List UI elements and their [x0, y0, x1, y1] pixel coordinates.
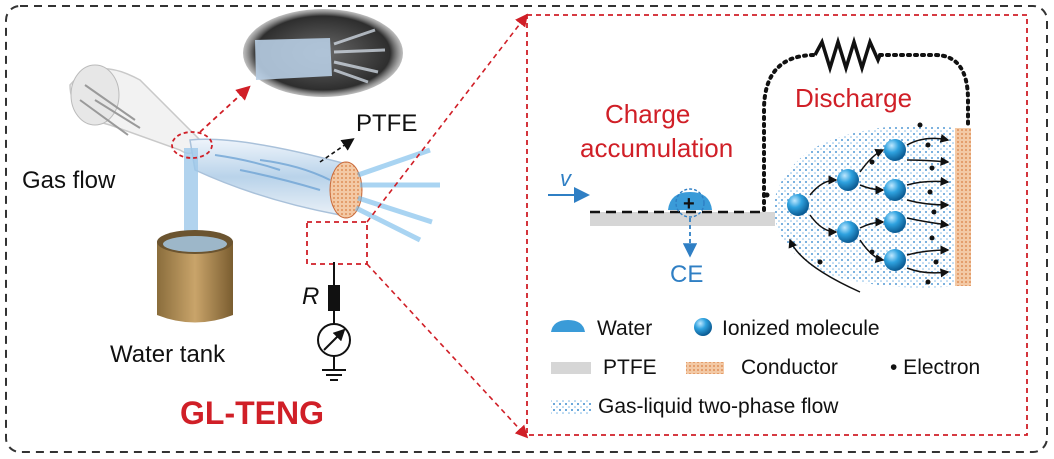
ptfe-substrate — [590, 212, 775, 226]
resistor — [328, 285, 340, 311]
ammeter-needle — [323, 328, 346, 351]
legend-ptfe-label: PTFE — [603, 356, 657, 379]
zoom-connector-top — [366, 13, 528, 223]
inset-spray — [333, 28, 386, 84]
label-ce: CE — [670, 261, 703, 288]
conductor-electrode — [955, 128, 971, 286]
legend-water-label: Water — [597, 317, 652, 340]
legend-electron-label: • Electron — [890, 356, 980, 379]
discharge-wire — [762, 53, 970, 212]
label-gas-flow: Gas flow — [22, 167, 116, 194]
label-resistor: R — [302, 283, 319, 310]
droplet-highlight-circle — [675, 188, 705, 218]
legend-conductor-icon — [686, 362, 724, 374]
label-velocity: v — [560, 166, 573, 191]
legend-ionized-icon — [694, 318, 712, 336]
water-tank — [157, 242, 233, 323]
label-ptfe: PTFE — [356, 110, 417, 137]
legend-two-phase-label: Gas-liquid two-phase flow — [598, 395, 839, 418]
zoom-connector-bottom — [366, 263, 529, 439]
electrons — [764, 122, 939, 285]
legend-conductor-label: Conductor — [741, 356, 838, 379]
water-droplet — [668, 192, 712, 210]
two-phase-flow-cloud — [773, 125, 955, 288]
water-surface — [163, 236, 227, 252]
label-water-tank: Water tank — [110, 341, 226, 368]
droplet-plus-sign: + — [683, 193, 695, 215]
gas-flow-arrows — [79, 84, 141, 136]
legend-two-phase-icon — [551, 400, 591, 414]
legend-water-icon — [551, 320, 585, 332]
tube-outlet-conductor — [329, 161, 363, 219]
ionized-molecules — [787, 139, 906, 271]
legend-ionized-label: Ionized molecule — [722, 317, 880, 340]
inset-pointer-arrow — [199, 85, 251, 133]
load-resistor-zigzag — [813, 36, 882, 74]
outer-frame — [5, 5, 1048, 453]
junction-highlight — [171, 131, 213, 159]
gas-inlet-mouth — [70, 64, 120, 126]
label-charge-line1: Charge — [605, 99, 690, 129]
ground-icon — [322, 369, 346, 381]
zoom-square — [306, 221, 368, 265]
label-charge-line2: accumulation — [580, 133, 733, 163]
legend-ptfe-icon — [551, 362, 591, 374]
title-gl-teng: GL-TENG — [180, 395, 324, 431]
label-discharge: Discharge — [795, 83, 912, 113]
outlet-spray — [354, 147, 440, 243]
legend: Water Ionized molecule PTFE Conductor • … — [551, 317, 980, 418]
tube-water-streaks — [214, 154, 331, 191]
inset-tube — [255, 38, 332, 80]
